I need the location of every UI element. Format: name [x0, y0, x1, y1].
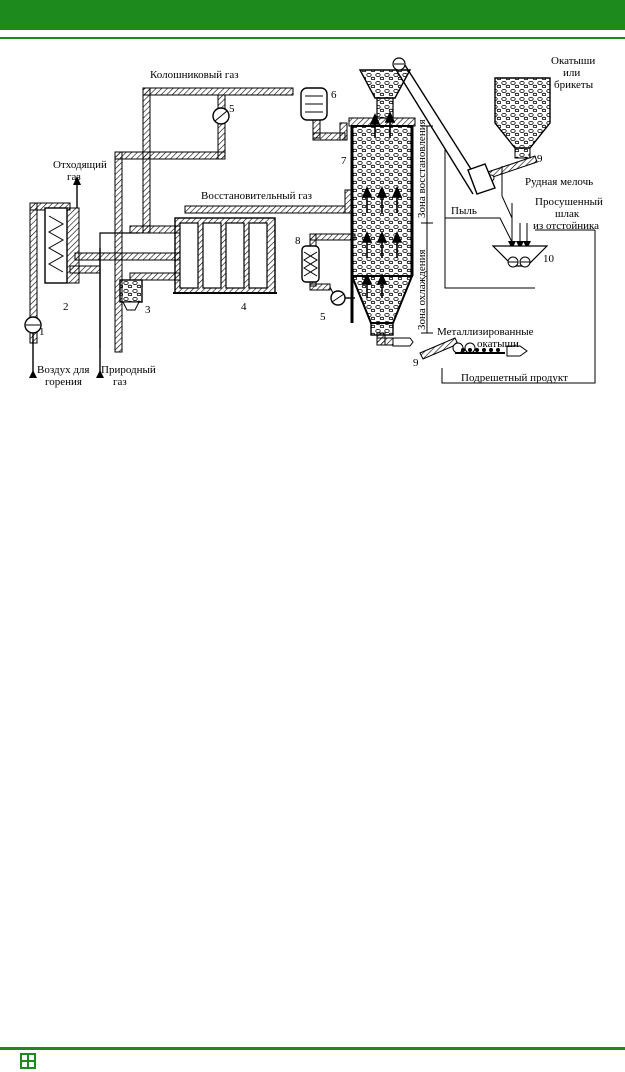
- callout-5-bottom: 5: [320, 311, 326, 323]
- label-air-2: горения: [45, 376, 82, 388]
- mixer-10: [491, 245, 549, 268]
- label-flue-gas-2: газ: [67, 171, 81, 183]
- callout-3: 3: [145, 304, 151, 316]
- label-metallized-1: Металлизированные: [437, 326, 534, 338]
- label-air-1: Воздух для: [37, 364, 89, 376]
- fines-flow-lines: [441, 148, 596, 384]
- label-metallized-2: окатыши: [477, 338, 519, 350]
- callout-10: 10: [543, 253, 555, 265]
- label-reduction-zone: Зона восстановления: [416, 119, 428, 218]
- footer-divider: [0, 1047, 625, 1050]
- header-divider: [0, 37, 625, 39]
- callout-4: 4: [241, 301, 247, 313]
- callout-8: 8: [295, 235, 301, 247]
- top-gas-fan-5: [212, 107, 230, 125]
- pipe-network: [29, 87, 406, 353]
- label-top-gas: Колошниковый газ: [150, 69, 239, 81]
- label-slag-3: из отстойника: [533, 220, 599, 232]
- process-flow-diagram: Колошниковый газ Отходящий газ Восстанов…: [24, 55, 603, 388]
- header-bar: [0, 0, 625, 30]
- label-dust: Пыль: [451, 205, 477, 217]
- label-reducing-gas: Восстановительный газ: [201, 190, 312, 202]
- recycle-logo-icon: [20, 1053, 36, 1069]
- callout-6: 6: [331, 89, 337, 101]
- label-pellets-1: Окатыши: [551, 55, 595, 67]
- label-natural-gas-2: газ: [113, 376, 127, 388]
- label-pellets-2: или: [563, 67, 580, 79]
- compressor-3: [119, 279, 143, 311]
- label-flue-gas-1: Отходящий: [53, 159, 107, 171]
- zone-dimension-lines: [421, 125, 433, 334]
- shaft-furnace-7: [348, 69, 416, 336]
- callout-7: 7: [341, 155, 347, 167]
- recuperator-2: [44, 207, 80, 284]
- label-cooling-zone: Зона охлаждения: [416, 249, 428, 330]
- pellet-bin: [494, 77, 551, 159]
- callout-2: 2: [63, 301, 69, 313]
- screen-9-bottom: [392, 337, 528, 360]
- callout-9-top: 9: [537, 153, 543, 165]
- callout-9-bottom: 9: [413, 357, 419, 369]
- label-natural-gas-1: Природный: [101, 364, 156, 376]
- label-ore-fines: Рудная мелочь: [525, 176, 593, 188]
- label-undersize: Подрешетный продукт: [461, 372, 568, 384]
- belt-conveyor: [392, 57, 484, 195]
- cooling-gas-fan-5: [330, 290, 346, 306]
- callout-5-top: 5: [229, 103, 235, 115]
- reformer-4: [173, 217, 277, 294]
- label-slag-1: Просушенный: [535, 196, 603, 208]
- heat-exchanger-6: [300, 87, 328, 121]
- callout-1: 1: [39, 326, 45, 338]
- label-slag-2: шлак: [555, 208, 580, 220]
- label-pellets-3: брикеты: [554, 79, 594, 91]
- gas-cooler-8: [301, 245, 320, 283]
